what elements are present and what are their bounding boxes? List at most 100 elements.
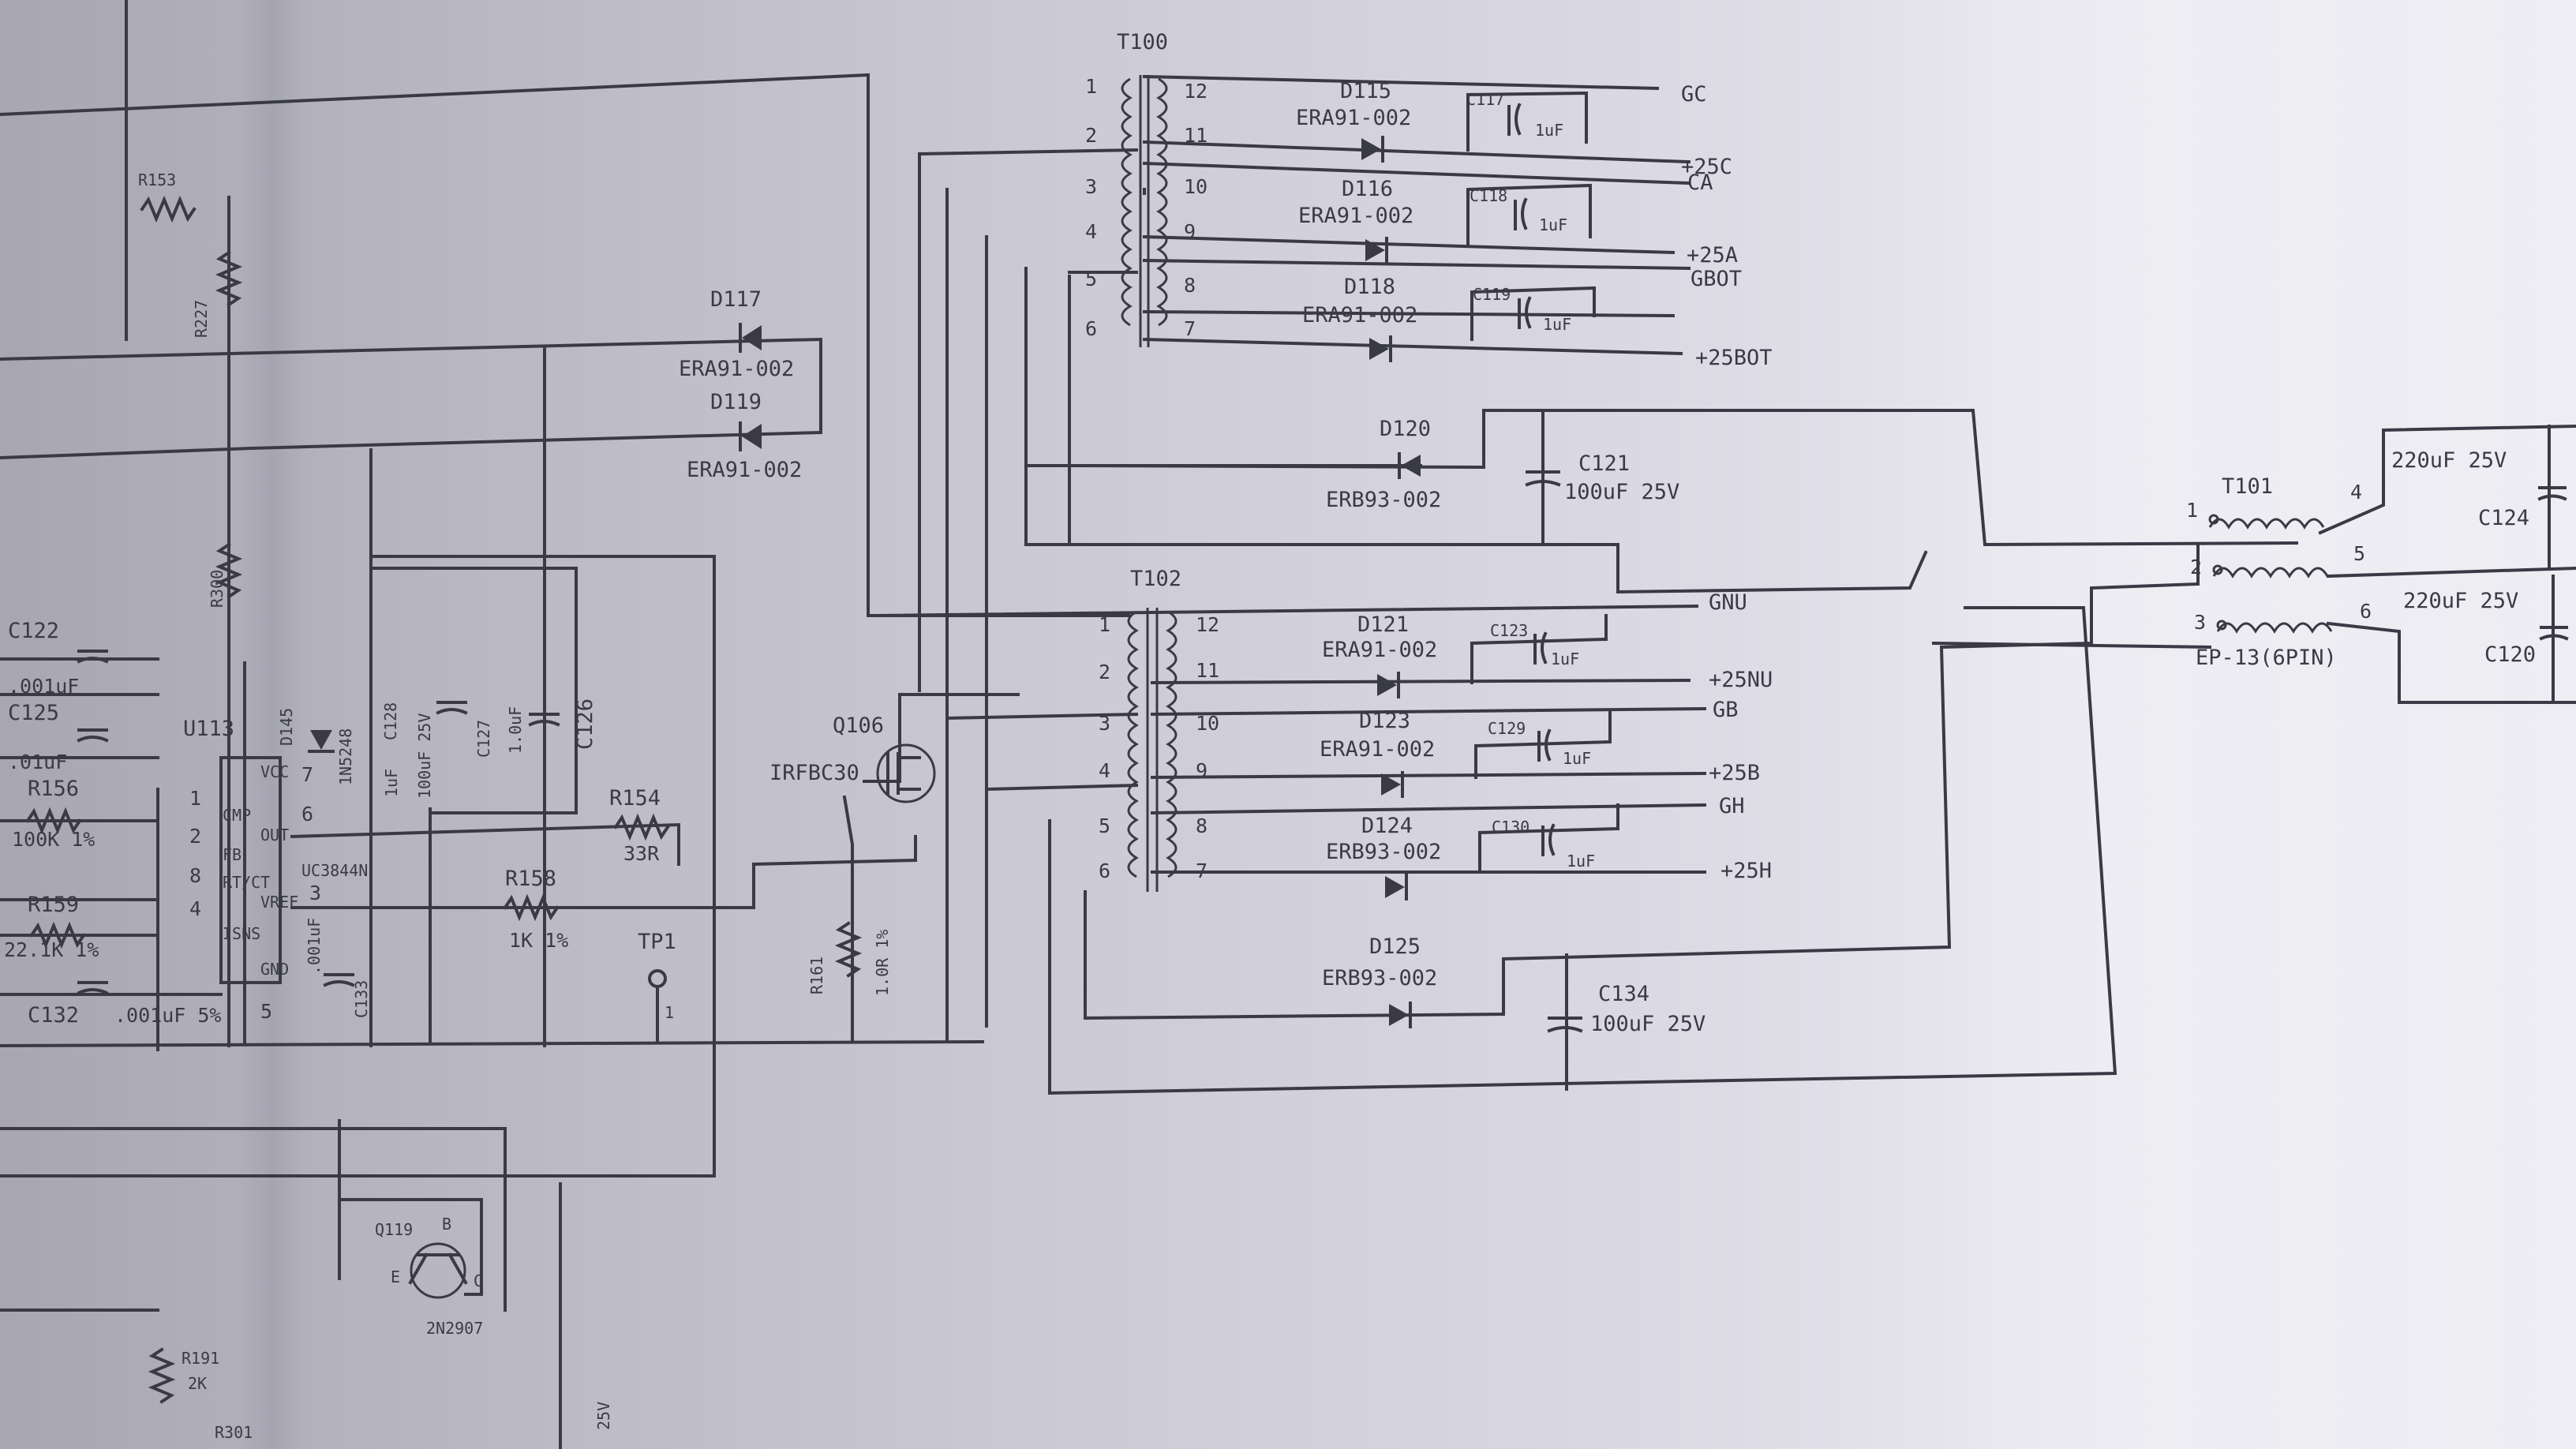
ic-u113: CMP FB RT/CT ISNS OUT VCC GND VREF 1 2 8… — [189, 756, 321, 1023]
u113-pin-label-out: OUT — [260, 826, 289, 844]
t101-pin-3: 3 — [2194, 611, 2206, 634]
paper-fold-shadow — [237, 0, 308, 1449]
c128-value-b: 100uF 25V — [415, 713, 434, 799]
r156-value: 100K 1% — [12, 828, 95, 851]
t100-label: T100 — [1117, 30, 1168, 54]
capacitor-symbols — [77, 103, 2569, 1033]
t101-pin-5: 5 — [2353, 542, 2365, 565]
c133-ref: C133 — [352, 980, 371, 1018]
testpoint-symbol — [648, 969, 667, 1043]
c122-value: .001uF — [8, 675, 79, 698]
r158-value: 1K 1% — [509, 929, 568, 952]
t100-pin-3: 3 — [1085, 175, 1097, 198]
r161-ref: R161 — [807, 957, 826, 994]
d123-ref: D123 — [1359, 709, 1410, 733]
c130-value: 1uF — [1567, 852, 1595, 871]
t102-pin-4: 4 — [1099, 759, 1110, 782]
d117-part: ERA91-002 — [679, 357, 794, 381]
resistor-symbols — [25, 195, 863, 1404]
q119-ref: Q119 — [375, 1220, 413, 1239]
c132-symbol — [77, 981, 109, 995]
c118-symbol — [1514, 197, 1528, 230]
transformer-t102: T102 1 2 3 4 5 6 12 11 10 9 8 7 — [1099, 567, 1219, 892]
u113-pin-label-cmp: CMP — [223, 806, 251, 825]
c118-ref: C118 — [1470, 186, 1507, 205]
transformer-t101: T101 1 4 2 5 3 6 EP-13(6PIN) — [2186, 474, 2372, 670]
r227-ref: R227 — [192, 300, 211, 338]
transistor-q119-symbol — [338, 1198, 483, 1299]
c119-ref: C119 — [1473, 285, 1511, 304]
c134-value: 100uF 25V — [1590, 1012, 1705, 1036]
r153-ref: R153 — [138, 170, 176, 189]
r159-value: 22.1K 1% — [4, 938, 99, 961]
t100-secondary-wiring — [1024, 74, 2299, 594]
u113-pin-label-vref: VREF — [260, 893, 298, 912]
u113-pin-5: 5 — [260, 1000, 272, 1023]
r154-symbol — [613, 813, 670, 841]
t102-label: T102 — [1130, 567, 1181, 591]
q119-pin-c: C — [474, 1271, 483, 1290]
d115-symbol — [1361, 136, 1384, 163]
t102-pin-8: 8 — [1196, 814, 1208, 837]
d124-ref: D124 — [1361, 814, 1413, 838]
t101-label: T101 — [2222, 474, 2273, 499]
t101-pin-1: 1 — [2186, 499, 2198, 522]
t102-pin-10: 10 — [1196, 712, 1219, 735]
c125-symbol — [77, 728, 109, 743]
u113-pin-label-rtct: RT/CT — [223, 873, 270, 892]
c122-ref: C122 — [8, 619, 59, 643]
q119-pin-e: E — [391, 1267, 400, 1286]
c123-ref: C123 — [1490, 621, 1528, 640]
c123-value: 1uF — [1551, 650, 1579, 668]
t102-pin-5: 5 — [1099, 814, 1110, 837]
r154-value: 33R — [623, 842, 660, 865]
rail-p25a: +25A — [1687, 243, 1738, 268]
c121-ref: C121 — [1578, 451, 1630, 476]
transformer-t100: T100 1 2 3 4 5 6 12 11 10 9 8 7 — [1085, 30, 1208, 347]
rail-gc: GC — [1681, 82, 1707, 107]
t100-section-labels: D115 ERA91-002 C117 1uF D116 ERA91-002 C… — [679, 79, 1773, 512]
c129-symbol — [1537, 728, 1552, 762]
t102-pin-9: 9 — [1196, 759, 1208, 782]
c132-ref: C132 — [28, 1003, 79, 1028]
c121-symbol — [1525, 470, 1561, 487]
d116-ref: D116 — [1342, 177, 1393, 201]
t100-pin-8: 8 — [1184, 274, 1196, 297]
u113-pin-8: 8 — [189, 864, 201, 887]
r158-symbol — [503, 893, 560, 922]
t102-pin-6: 6 — [1099, 859, 1110, 882]
t100-pin-7: 7 — [1184, 317, 1196, 340]
c127-value: 1.0uF — [506, 706, 525, 754]
c117-symbol — [1507, 103, 1522, 136]
r161-value: 1.0R 1% — [873, 930, 892, 996]
c128-value-a: 1uF — [382, 769, 401, 797]
d121-symbol — [1377, 672, 1400, 698]
r159-symbol — [29, 921, 86, 949]
d116-part: ERA91-002 — [1298, 204, 1413, 228]
tp1-ref: TP1 — [638, 930, 676, 954]
c124-ref: C124 — [2478, 506, 2529, 530]
rail-gh: GH — [1719, 794, 1745, 818]
d119-ref: D119 — [710, 390, 762, 414]
diode-symbols — [308, 136, 1421, 1028]
u113-pin-7: 7 — [301, 763, 313, 786]
c128-ref: C128 — [381, 702, 400, 740]
t102-pin-11: 11 — [1196, 659, 1219, 682]
c125-ref: C125 — [8, 701, 59, 725]
q119-pin-b: B — [442, 1215, 451, 1234]
t100-pin-1: 1 — [1085, 75, 1097, 98]
c127-ref: C127 — [474, 720, 493, 758]
d145-ref: D145 — [277, 708, 296, 746]
light-glare — [1839, 0, 2576, 1449]
u113-pin-label-vcc: VCC — [260, 762, 289, 781]
d121-part: ERA91-002 — [1322, 638, 1437, 662]
c120-ref: C120 — [2484, 642, 2536, 667]
right-cap-labels: 220uF 25V C124 220uF 25V C120 — [2391, 448, 2536, 667]
d115-ref: D115 — [1340, 79, 1391, 103]
t100-pin-9: 9 — [1184, 220, 1196, 243]
c132-value: .001uF 5% — [114, 1004, 221, 1027]
rail-p25nu: +25NU — [1709, 668, 1773, 692]
t102-pin-7: 7 — [1196, 859, 1208, 882]
c133-symbol — [323, 973, 355, 987]
d125-part: ERB93-002 — [1322, 966, 1437, 990]
